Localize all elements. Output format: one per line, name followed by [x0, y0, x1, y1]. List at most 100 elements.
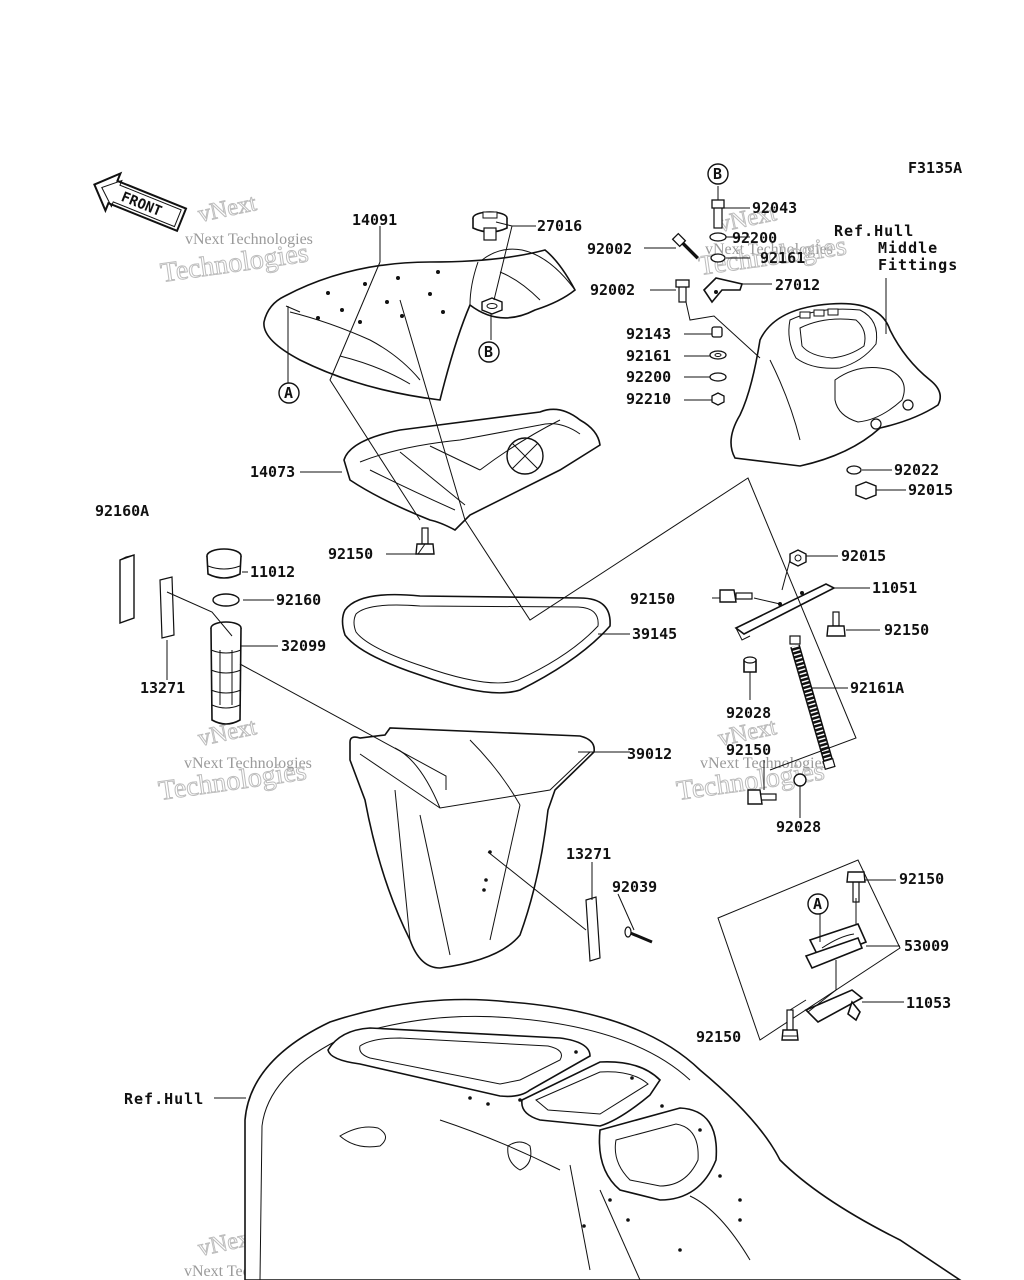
label-ref-hull-middle-2: Middle — [878, 239, 938, 257]
label-27016: 27016 — [537, 217, 582, 235]
bolt-92150-f — [781, 1009, 799, 1041]
hull-deck — [244, 998, 962, 1280]
label-92150-c: 92150 — [884, 621, 929, 639]
svg-text:B: B — [713, 165, 722, 183]
bracket-27012 — [702, 277, 744, 304]
washers-92200-92161 — [709, 232, 727, 263]
knob-27016 — [472, 211, 508, 241]
label-92015-a: 92015 — [908, 481, 953, 499]
part-labels: 14091 27016 14073 92150 92160A 11012 921… — [95, 199, 958, 1108]
plate-13271-a — [159, 576, 175, 639]
callout-a-latch: A — [807, 893, 829, 915]
label-92160: 92160 — [276, 591, 321, 609]
label-13271-a: 13271 — [140, 679, 185, 697]
label-92200-b: 92200 — [626, 368, 671, 386]
label-32099: 32099 — [281, 637, 326, 655]
label-92150-e: 92150 — [899, 870, 944, 888]
label-ref-hull-middle-3: Fittings — [878, 256, 958, 274]
label-11053: 11053 — [906, 994, 951, 1012]
label-92150-d: 92150 — [726, 741, 771, 759]
label-39145: 39145 — [632, 625, 677, 643]
bolt-92002-b — [675, 279, 690, 303]
bolt-92150-d — [747, 789, 777, 805]
nut-92015-b — [789, 549, 807, 567]
svg-text:B: B — [484, 343, 493, 361]
strip-92160A — [119, 554, 135, 624]
svg-text:A: A — [813, 895, 822, 913]
label-14073: 14073 — [250, 463, 295, 481]
spacer-92143 — [711, 326, 723, 338]
nut-92210 — [711, 392, 725, 406]
svg-text:vNext Technologies: vNext Technologies — [185, 231, 313, 248]
label-92160A: 92160A — [95, 502, 149, 520]
label-ref-hull-middle-1: Ref.Hull — [834, 222, 914, 240]
label-92200-a: 92200 — [732, 229, 777, 247]
front-arrow-icon: FRONT — [93, 171, 188, 233]
storage-box-39012 — [349, 727, 596, 969]
label-92150-b: 92150 — [630, 590, 675, 608]
label-92022: 92022 — [894, 461, 939, 479]
bracket-11053 — [804, 989, 864, 1023]
bolt-92043 — [711, 199, 725, 229]
label-14091: 14091 — [352, 211, 397, 229]
label-92002-b: 92002 — [590, 281, 635, 299]
callout-a-seat: A — [278, 382, 300, 404]
label-92015-b: 92015 — [841, 547, 886, 565]
label-11051: 11051 — [872, 579, 917, 597]
latch-53009 — [804, 923, 868, 970]
nut-92015-a — [855, 481, 877, 500]
callout-b-seat: B — [478, 341, 500, 363]
svg-text:vNext Technologies: vNext Technologies — [184, 755, 312, 772]
label-ref-hull: Ref.Hull — [124, 1090, 204, 1108]
label-27012: 27012 — [775, 276, 820, 294]
gasket-39145 — [341, 593, 611, 694]
label-92161A: 92161A — [850, 679, 904, 697]
label-92002-a: 92002 — [587, 240, 632, 258]
label-92150-f: 92150 — [696, 1028, 741, 1046]
label-92161-a: 92161 — [760, 249, 805, 267]
latch-box-outline — [717, 859, 901, 1041]
gas-spring-92161A — [789, 635, 836, 770]
bolt-92150-a — [415, 527, 435, 555]
washer-92161 — [709, 350, 727, 360]
storage-cover-14073 — [343, 408, 601, 531]
svg-text:A: A — [284, 384, 293, 402]
label-53009: 53009 — [904, 937, 949, 955]
callout-b-fitting: B — [707, 163, 729, 185]
bolt-92150-e — [846, 871, 866, 903]
diagram-code: F3135A — [908, 159, 962, 177]
label-39012: 39012 — [627, 745, 672, 763]
plate-13271-b — [585, 896, 601, 962]
hull-middle-fitting — [730, 302, 941, 467]
label-92043: 92043 — [752, 199, 797, 217]
cap-92028-b — [793, 773, 807, 787]
label-92028-a: 92028 — [726, 704, 771, 722]
cap-11012 — [206, 548, 242, 579]
label-92210: 92210 — [626, 390, 671, 408]
bolt-92150-b — [719, 589, 753, 603]
label-11012: 11012 — [250, 563, 295, 581]
label-92161-b: 92161 — [626, 347, 671, 365]
leader-lines — [166, 186, 906, 1099]
pin-92039 — [624, 926, 653, 944]
bolt-92150-c — [826, 611, 846, 637]
washer-92200 — [709, 372, 727, 382]
label-13271-b: 13271 — [566, 845, 611, 863]
tube-32099 — [210, 621, 242, 725]
bolt-92002-a — [671, 232, 701, 260]
label-92039: 92039 — [612, 878, 657, 896]
svg-text:vNext Technologies: vNext Technologies — [705, 241, 833, 258]
svg-text:vNext: vNext — [196, 190, 259, 228]
cap-92028-a — [743, 656, 757, 673]
watermark-top-left: vNext vNext Technologies Technologies — [158, 190, 313, 290]
seat-cover-14091 — [263, 248, 577, 401]
o-ring-92160 — [212, 593, 240, 607]
washer-92022 — [846, 465, 862, 475]
label-92150-a: 92150 — [328, 545, 373, 563]
label-92028-b: 92028 — [776, 818, 821, 836]
nut-seat — [481, 297, 503, 315]
watermark-mid-left: vNext vNext Technologies Technologies — [156, 714, 312, 808]
label-92143: 92143 — [626, 325, 671, 343]
